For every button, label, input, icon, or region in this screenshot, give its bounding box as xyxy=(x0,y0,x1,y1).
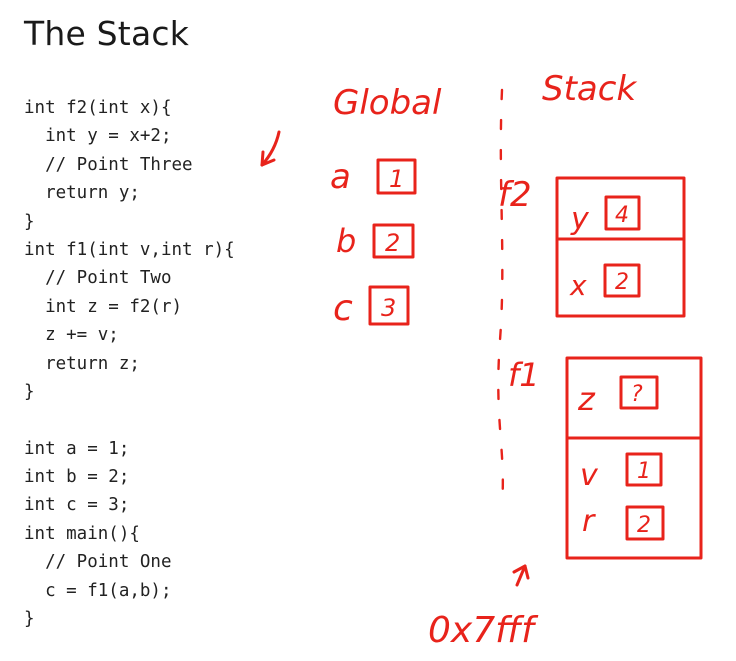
code-line: int f2(int x){ xyxy=(24,98,172,118)
global-heading: Global xyxy=(333,83,442,123)
code-line: return y; xyxy=(24,183,140,204)
frame-f1-var-z-name: z xyxy=(577,380,596,418)
code-line: int b = 2; xyxy=(24,467,130,488)
frame-f2-label: f2 xyxy=(498,175,532,215)
frame-f1-var-r-box xyxy=(625,505,665,541)
frame-f1-var-z-value: ? xyxy=(631,382,643,407)
global-var-c-box xyxy=(368,285,410,326)
frame-f2-var-y-value: 4 xyxy=(615,203,629,228)
frame-f2-var-x-value: 2 xyxy=(615,270,629,295)
global-stack-divider xyxy=(497,88,505,507)
frame-f2-var-y-box xyxy=(604,195,641,231)
global-var-c: c 3 xyxy=(333,285,410,329)
code-line: // Point One xyxy=(24,552,172,573)
frame-f2-var-x-box xyxy=(603,263,641,298)
frame-f1-var-v-name: v xyxy=(580,458,599,493)
global-var-c-value: 3 xyxy=(381,294,396,322)
code-line: // Point Three xyxy=(24,154,193,175)
code-line: int c = 3; xyxy=(24,495,130,516)
code-listing: int f2(int x){ int y = x+2; // Point Thr… xyxy=(24,94,235,633)
code-line: } xyxy=(24,211,35,232)
code-line: int z = f2(r) xyxy=(24,296,183,317)
frame-f1-var-v-value: 1 xyxy=(637,459,651,484)
frame-f2-box xyxy=(555,176,686,318)
global-var-b-box xyxy=(372,223,415,259)
stack-base-arrow xyxy=(512,564,530,587)
code-line: z += v; xyxy=(24,325,119,346)
stack-base-address: 0x7fff xyxy=(428,610,539,651)
point-three-arrow xyxy=(260,130,281,167)
global-var-b: b 2 xyxy=(336,222,415,260)
stack-frame-f1: f1 z ? v 1 r 2 xyxy=(508,356,703,560)
code-line: return z; xyxy=(24,353,140,374)
global-var-a-value: 1 xyxy=(389,165,404,193)
frame-f1-var-r-name: r xyxy=(582,504,596,539)
code-line: int main(){ xyxy=(24,523,140,544)
frame-f1-label: f1 xyxy=(508,356,540,394)
code-line: c = f1(a,b); xyxy=(24,580,172,601)
code-line: int a = 1; xyxy=(24,438,130,459)
global-var-b-value: 2 xyxy=(385,229,400,257)
code-line: } xyxy=(24,609,35,630)
frame-f1-var-v-box xyxy=(625,452,663,487)
frame-f1-box xyxy=(565,356,703,560)
code-line: int f1(int v,int r){ xyxy=(24,239,235,260)
frame-f1-var-r-value: 2 xyxy=(637,513,651,538)
stack-frame-f2: f2 y 4 x 2 xyxy=(498,175,686,318)
frame-f2-var-y-name: y xyxy=(570,202,590,237)
code-line: // Point Two xyxy=(24,268,172,289)
slide-title: The Stack xyxy=(24,14,190,53)
frame-f1-var-z-box xyxy=(619,375,659,410)
frame-f2-var-x-name: x xyxy=(569,269,587,302)
global-var-a-name: a xyxy=(330,157,351,197)
code-line: int y = x+2; xyxy=(24,126,172,147)
global-var-c-name: c xyxy=(333,288,353,329)
global-var-a: a 1 xyxy=(330,157,417,197)
stack-heading: Stack xyxy=(542,69,637,109)
global-var-b-name: b xyxy=(336,222,356,260)
global-var-a-box xyxy=(376,158,417,195)
code-line: } xyxy=(24,381,35,402)
